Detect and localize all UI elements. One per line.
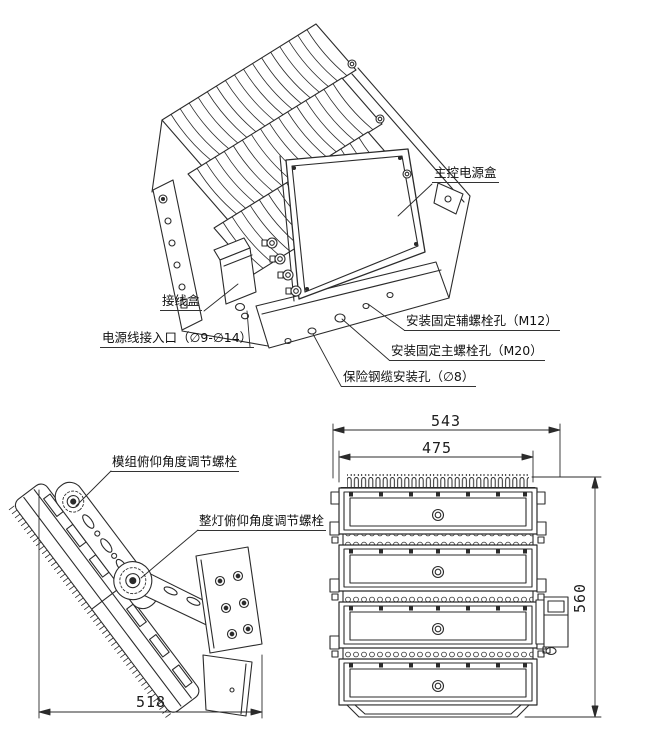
side-back-plate [195, 546, 263, 654]
module-tilt-bolt [62, 490, 85, 513]
main-bolt-hole [334, 313, 346, 323]
label-main-power-box: 主控电源盒 [432, 165, 499, 184]
main-power-box-panel [279, 148, 426, 302]
side-leaders [75, 470, 199, 579]
label-lamp-tilt-bolt: 整灯俯仰角度调节螺栓 [197, 513, 327, 532]
front-junction-box [535, 596, 569, 656]
band-end-posts [347, 59, 412, 179]
perspective-view [151, 23, 471, 387]
dim-text-base-width: 518 [136, 693, 167, 711]
safety-cable-hole [307, 327, 317, 335]
front-modules [329, 487, 547, 706]
label-junction-box: 接线盒 [160, 293, 202, 312]
dim-560 [524, 476, 602, 718]
cable-gland-column [261, 237, 302, 297]
dim-475 [338, 450, 534, 483]
cable-entry-gland [234, 302, 246, 312]
front-view [329, 423, 602, 718]
dim-518 [38, 489, 263, 719]
dim-text-overall-width: 543 [431, 412, 462, 430]
top-fins [347, 474, 529, 487]
label-cable-entry: 电源线接入口（∅9-∅14） [100, 330, 255, 349]
junction-box [213, 237, 257, 320]
label-safety-cable-hole: 保险钢缆安装孔（∅8） [341, 369, 477, 388]
front-base [346, 704, 530, 718]
aux-bolt-hole [362, 302, 370, 310]
perspective-leaders [203, 183, 433, 387]
label-aux-mount-hole: 安装固定辅螺栓孔（M12） [404, 313, 560, 332]
dim-text-overall-height: 560 [571, 582, 590, 614]
left-arm-plate [151, 119, 203, 331]
right-frame-rail [351, 67, 471, 299]
lamp-tilt-bolt [113, 561, 153, 601]
label-main-mount-hole: 安装固定主螺栓孔（M20） [389, 343, 545, 362]
side-view [8, 470, 263, 719]
dim-543 [332, 423, 561, 479]
side-foot-bracket [202, 654, 253, 717]
dim-text-module-width: 475 [422, 439, 453, 457]
mounting-plate [255, 261, 450, 349]
label-module-tilt-bolt: 模组俯仰角度调节螺栓 [110, 454, 240, 473]
